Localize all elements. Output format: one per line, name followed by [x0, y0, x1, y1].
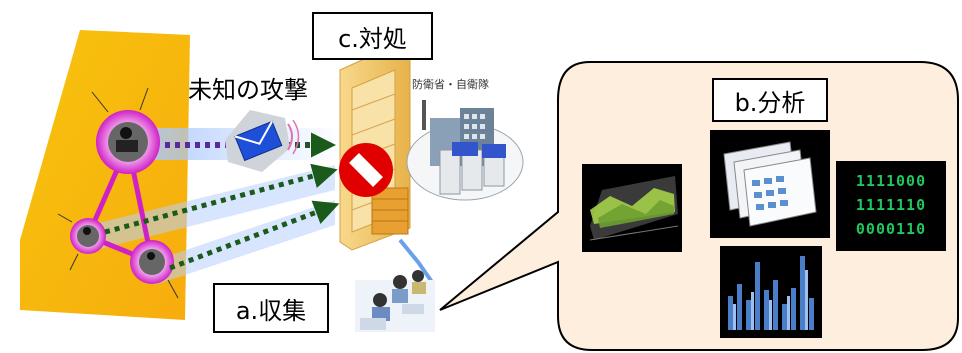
binary-line: 0000110: [855, 220, 927, 238]
bar-chart-thumbnail: [720, 246, 822, 338]
label-respond: c.対処: [312, 12, 433, 60]
binary-line: 1111000: [855, 172, 927, 190]
analyst-icon: [355, 270, 435, 332]
attacker-icon: [96, 110, 160, 174]
label-respond-text: c.対処: [338, 24, 407, 53]
no-entry-icon: [339, 143, 393, 197]
unknown-attack-label: 未知の攻撃: [188, 76, 308, 104]
binary-code-panel: 1111000 1111110 0000110: [836, 161, 946, 251]
connector-line: [139, 87, 149, 111]
attack-beam-bottom: [150, 200, 335, 285]
org-label: 防衛省・自衛隊: [412, 78, 489, 91]
connector-line: [91, 91, 109, 113]
connector-line: [167, 279, 179, 299]
attack-arrow-bottom: [169, 200, 340, 271]
binary-line: 1111110: [855, 196, 927, 214]
network-cable: [398, 238, 434, 284]
attacker-icon: [130, 240, 174, 284]
connector-line: [69, 253, 79, 271]
label-analyze: b.分析: [712, 78, 828, 122]
label-collect: a.収集: [213, 283, 329, 333]
server-icon: [406, 100, 524, 201]
report-screens-thumbnail: [710, 130, 830, 238]
label-collect-text: a.収集: [235, 296, 307, 325]
connector-line: [57, 213, 73, 223]
attack-arrow-mid: [104, 163, 338, 235]
envelope-icon: [225, 110, 300, 172]
label-analyze-text: b.分析: [734, 88, 806, 117]
area-chart-thumbnail: [582, 164, 682, 252]
attacker-icon: [70, 218, 106, 254]
